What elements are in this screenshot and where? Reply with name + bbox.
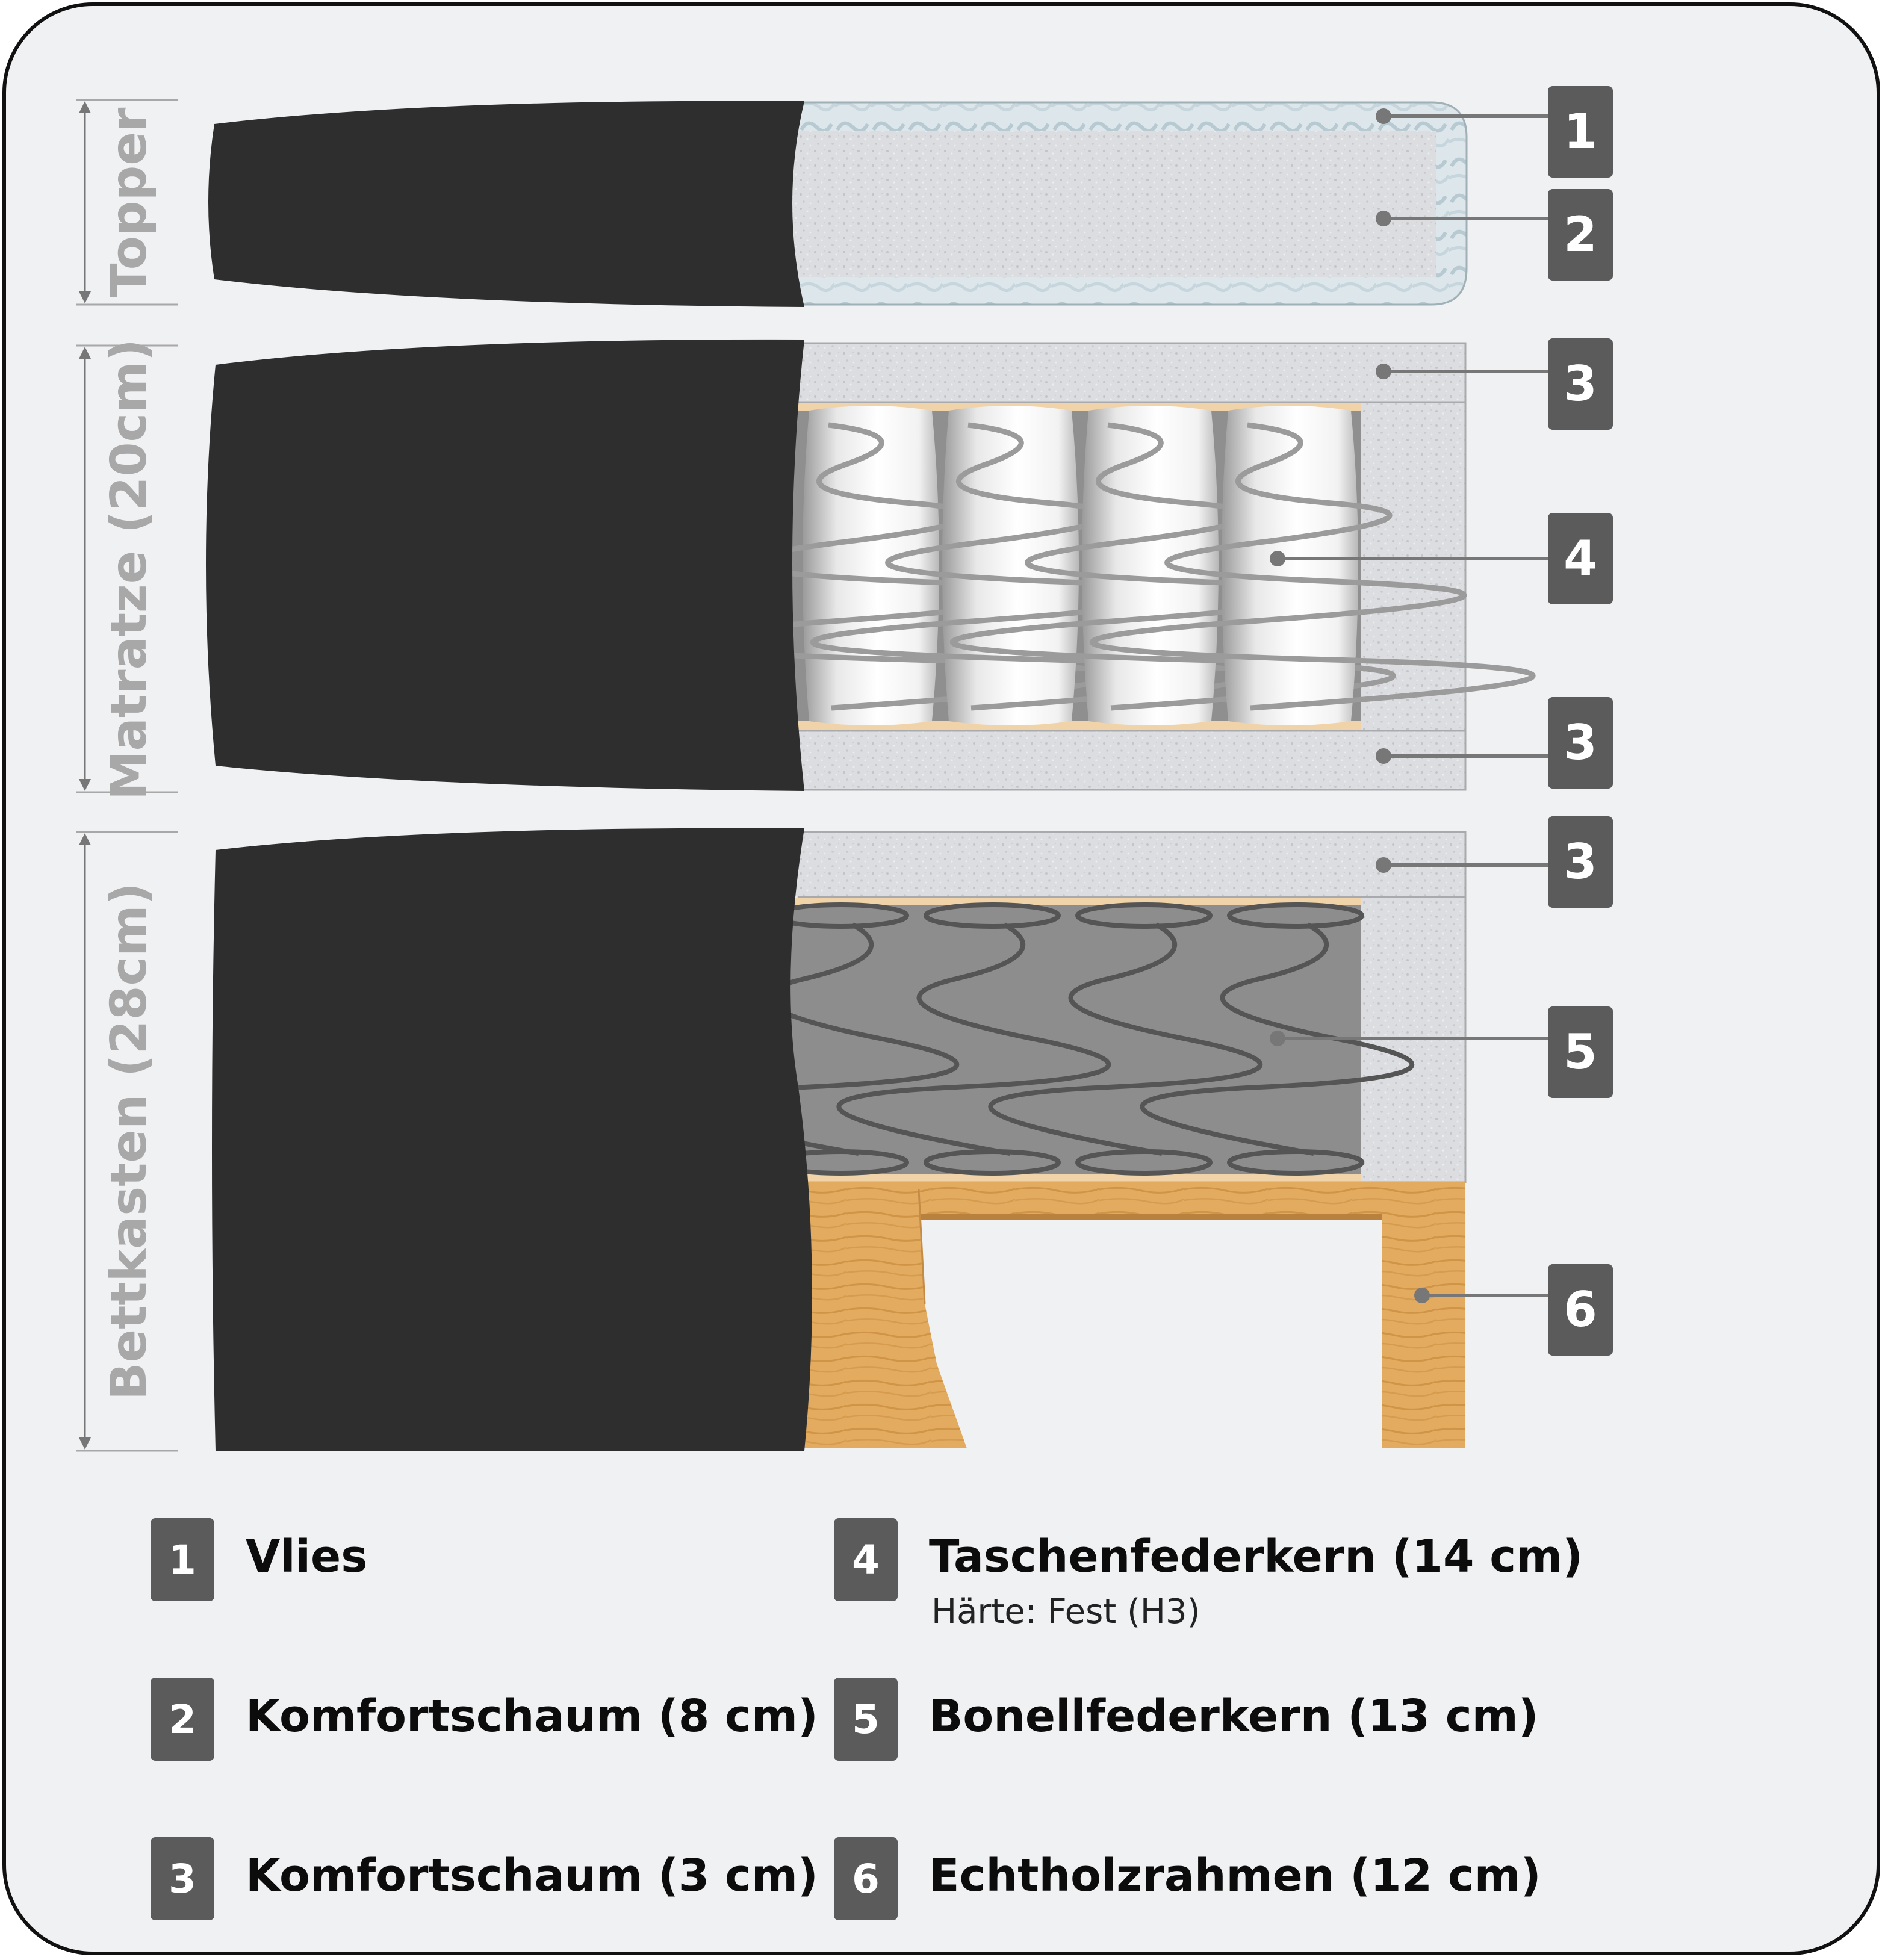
pocket-springs — [670, 406, 1536, 725]
mattress-section — [206, 339, 1536, 791]
dimension-label-bettkasten: Bettkasten (28cm) — [101, 882, 158, 1400]
callout-6: 6 — [1414, 1264, 1613, 1356]
callout-badge — [1548, 338, 1613, 430]
callout-3a: 3 — [1376, 338, 1613, 430]
callout-badge — [1548, 86, 1613, 178]
callout-3c: 3 — [1376, 816, 1613, 908]
boxspring-section — [212, 828, 1467, 1451]
dimension-marker-bettkasten: Bettkasten (28cm) — [76, 831, 178, 1452]
callout-badge — [1548, 1264, 1613, 1356]
callout-3b: 3 — [1376, 697, 1613, 789]
callout-badge — [1548, 697, 1613, 789]
callout-badge — [1548, 816, 1613, 908]
callout-number: 6 — [1564, 1282, 1597, 1338]
callout-2: 2 — [1376, 189, 1613, 281]
callout-number: 2 — [1564, 206, 1597, 262]
topper-foam-layer — [786, 131, 1436, 277]
callout-number: 3 — [1564, 834, 1597, 890]
callout-badge — [1548, 189, 1613, 281]
dimension-marker-matratze: Matratze (20cm) — [76, 339, 178, 800]
mattress-fabric-cover — [206, 339, 804, 791]
boxspring-fabric-cover — [212, 828, 812, 1451]
topper-section — [208, 101, 1468, 308]
callout-5: 5 — [1270, 1006, 1613, 1098]
callout-number: 3 — [1564, 715, 1597, 771]
dimension-label-matratze: Matratze (20cm) — [101, 339, 158, 800]
dimension-marker-topper: Topper — [76, 99, 178, 306]
topper-fabric-cover — [208, 101, 804, 308]
callout-number: 5 — [1564, 1024, 1597, 1080]
wood-frame — [786, 1182, 1465, 1448]
callout-badge — [1548, 513, 1613, 604]
callout-1: 1 — [1376, 86, 1613, 178]
callout-number: 4 — [1564, 530, 1597, 586]
callout-number: 3 — [1564, 356, 1597, 412]
bed-layers-diagram: Topper Matratze (20cm) Bettkasten (28cm) — [76, 86, 1613, 1452]
dimension-label-topper: Topper — [101, 107, 158, 297]
callout-4: 4 — [1270, 513, 1613, 604]
callout-badge — [1548, 1006, 1613, 1098]
callout-number: 1 — [1564, 104, 1597, 160]
